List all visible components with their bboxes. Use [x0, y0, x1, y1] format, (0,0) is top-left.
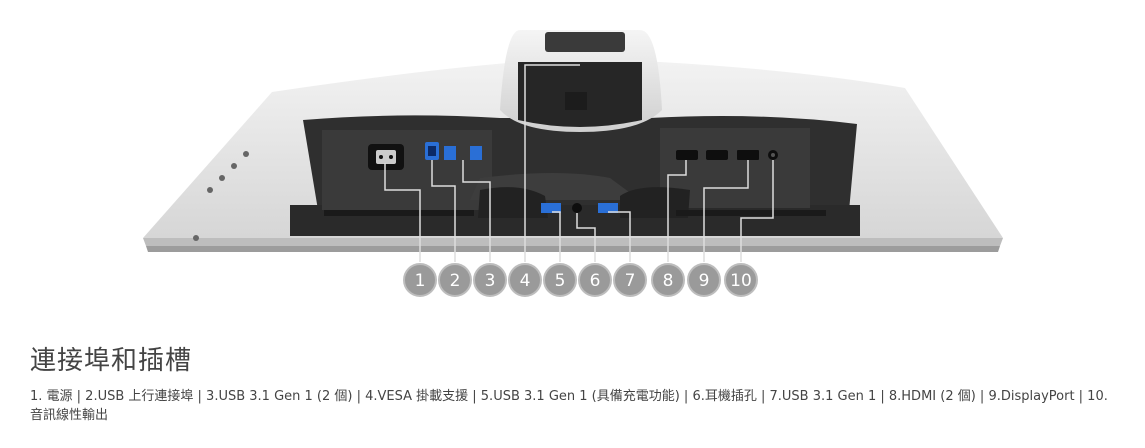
video-ports [676, 150, 778, 160]
svg-text:9: 9 [699, 271, 710, 291]
callout-6: 6 [578, 263, 612, 297]
power-port [368, 144, 404, 170]
callout-3: 3 [473, 263, 507, 297]
svg-text:3: 3 [485, 271, 496, 291]
callout-2: 2 [438, 263, 472, 297]
callout-5: 5 [543, 263, 577, 297]
bottom-io-ports [541, 203, 618, 213]
svg-text:4: 4 [520, 271, 531, 291]
side-buttons [193, 151, 249, 241]
svg-text:5: 5 [555, 271, 566, 291]
svg-text:1: 1 [415, 271, 426, 291]
monitor-rear-image: 1 2 3 4 5 6 7 8 9 10 [143, 30, 1003, 297]
ports-description: 1. 電源 | 2.USB 上行連接埠 | 3.USB 3.1 Gen 1 (2… [30, 389, 1108, 423]
port-panel [290, 115, 860, 236]
callout-leader-lines [384, 64, 774, 262]
callout-8: 8 [651, 263, 685, 297]
vents [324, 210, 826, 216]
svg-text:2: 2 [450, 271, 461, 291]
stand-neck [478, 30, 690, 218]
callout-9: 9 [687, 263, 721, 297]
callout-7: 7 [613, 263, 647, 297]
svg-text:10: 10 [730, 271, 752, 291]
callout-4: 4 [508, 263, 542, 297]
callout-1: 1 [403, 263, 437, 297]
svg-text:6: 6 [590, 271, 601, 291]
callout-10: 10 [724, 263, 758, 297]
svg-text:7: 7 [625, 271, 636, 291]
svg-text:8: 8 [663, 271, 674, 291]
callout-markers: 1 2 3 4 5 6 7 8 9 10 [403, 263, 758, 297]
usb-3-1-ports-rear [444, 146, 482, 160]
section-title: 連接埠和插槽 [30, 346, 193, 376]
usb-upstream-port [425, 142, 439, 160]
